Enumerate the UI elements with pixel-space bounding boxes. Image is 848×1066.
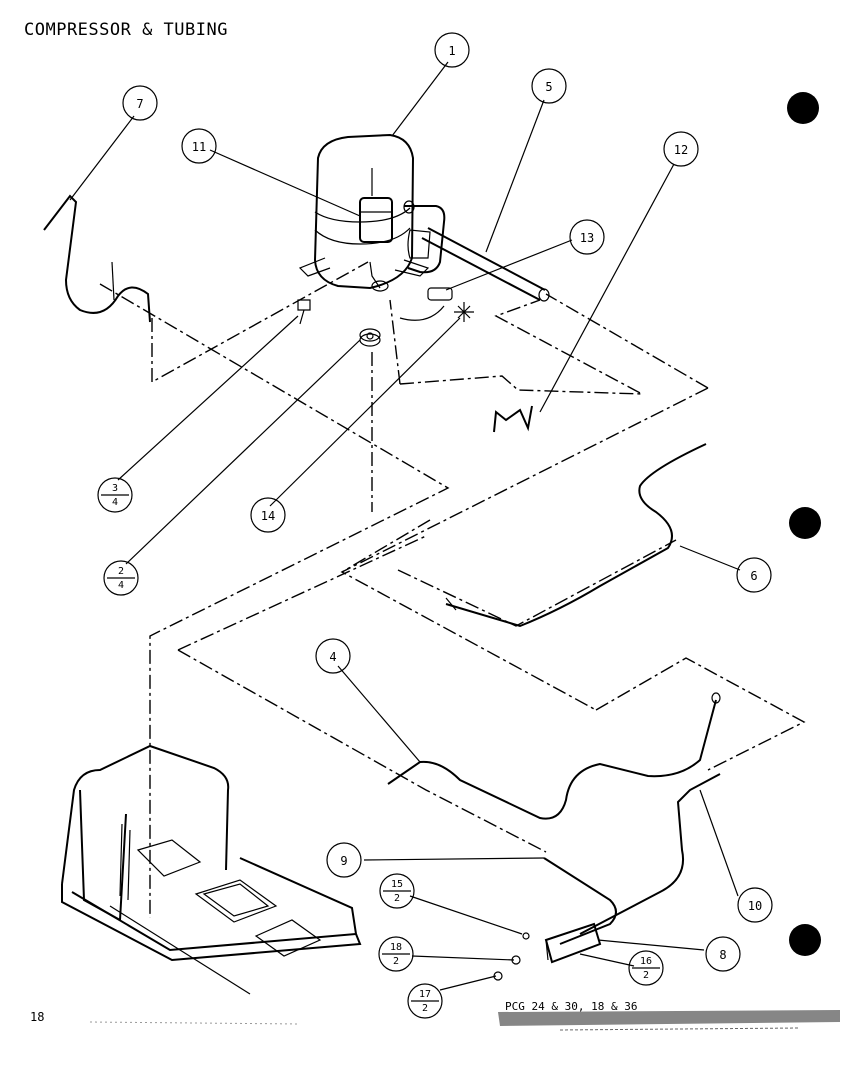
callout-18-2-num: 18 [390,942,402,953]
callout-14: 14 [250,497,286,533]
callout-3-4: 3 4 [97,477,133,513]
callout-3-4-den: 4 [112,497,118,508]
callout-2-4: 2 4 [103,560,139,596]
callout-9: 9 [326,842,362,878]
callout-7-label: 7 [136,97,143,111]
callout-10: 10 [737,887,773,923]
callout-16-2-num: 16 [640,956,652,967]
scan-noise [89,1010,840,1031]
callout-4-label: 4 [329,650,336,664]
callout-11: 11 [181,128,217,164]
callout-18-2: 18 2 [378,936,414,972]
binder-hole-bottom [789,924,821,956]
callout-6-label: 6 [750,569,757,583]
callout-5: 5 [531,68,567,104]
callout-9-label: 9 [340,854,347,868]
callout-17-2-den: 2 [422,1003,428,1014]
callout-2-4-den: 4 [118,580,124,591]
callout-4: 4 [315,638,351,674]
callout-15-2-den: 2 [394,893,400,904]
callout-15-2: 15 2 [379,873,415,909]
bracket-12-part [493,405,533,433]
callout-6: 6 [736,557,772,593]
service-valve-part [399,287,474,322]
callout-17-2-num: 17 [419,989,431,1000]
tube-6-part [445,443,707,628]
callout-8: 8 [705,936,741,972]
callout-16-2-den: 2 [643,970,649,981]
callout-10-label: 10 [748,899,762,913]
base-pan-part [61,744,362,995]
binder-hole-top [787,92,819,124]
callout-12-label: 12 [674,143,688,157]
tube-4-part [387,692,721,820]
callout-13-label: 13 [580,231,594,245]
grommet-part [359,328,381,347]
callout-18-2-den: 2 [393,956,399,967]
model-number-line: PCG 24 & 30, 18 & 36 [505,1000,638,1013]
callout-12: 12 [663,131,699,167]
callout-13: 13 [569,219,605,255]
tube-10-part [579,773,721,935]
callout-5-label: 5 [545,80,552,94]
callout-2-4-num: 2 [118,566,124,577]
page-number: 18 [30,1010,45,1024]
callout-17-2: 17 2 [407,983,443,1019]
assembly-reference-lines [99,261,806,918]
callout-11-label: 11 [192,140,206,154]
fastener-part [297,299,311,325]
callout-16-2: 16 2 [628,950,664,986]
callout-14-label: 14 [261,509,275,523]
callout-1-label: 1 [448,44,455,58]
callout-3-4-num: 3 [112,483,118,494]
callout-7: 7 [122,85,158,121]
callout-1: 1 [434,32,470,68]
compressor-part [298,133,446,292]
suction-tube-part [421,227,550,302]
callout-15-2-num: 15 [391,879,403,890]
callout-8-label: 8 [719,948,726,962]
diagram-title: COMPRESSOR & TUBING [24,20,228,40]
tube-9-part [543,857,617,945]
leader-lines [69,61,741,991]
tube-7-part [43,194,151,323]
binder-hole-middle [789,507,821,539]
